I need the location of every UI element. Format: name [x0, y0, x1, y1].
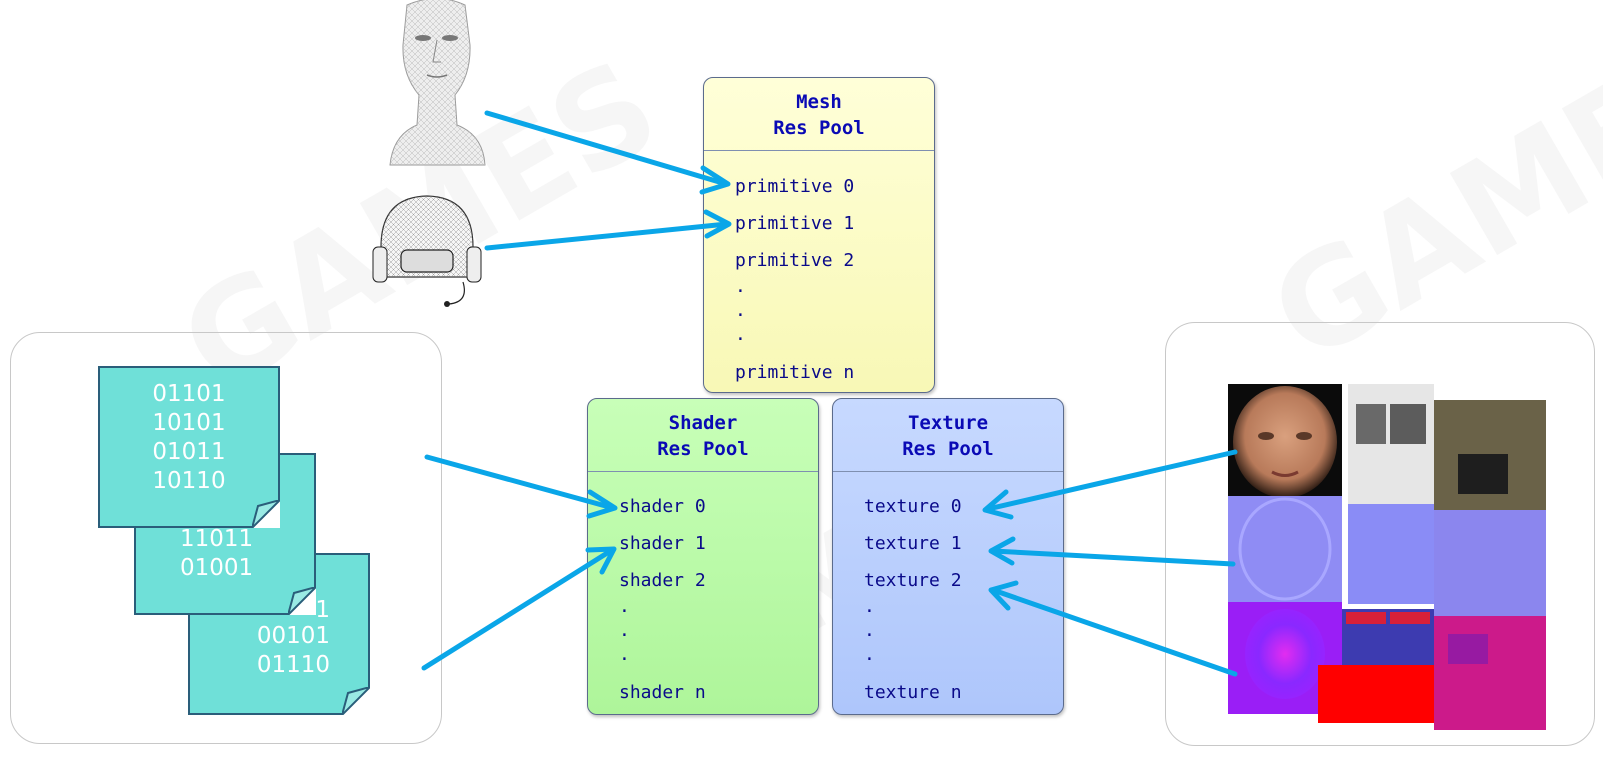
- arrow: [990, 548, 1236, 567]
- arrow-head: [988, 580, 1019, 611]
- binary-line: 01001: [180, 555, 254, 581]
- shader-item: shader 1: [619, 533, 706, 554]
- page-curl-icon: [342, 687, 370, 715]
- ellipsis-dot: .: [864, 644, 875, 665]
- texture-item: texture 0: [864, 496, 962, 517]
- arrow-head: [585, 546, 617, 575]
- arrow: [421, 547, 615, 671]
- pool-title-line: Texture: [907, 412, 989, 434]
- shader-item: shader 2: [619, 570, 706, 591]
- page-curl-icon: [252, 500, 280, 528]
- ellipsis-dot: .: [735, 300, 746, 321]
- binary-line: 10110: [152, 468, 226, 494]
- mesh-res-pool: Mesh Res Pool primitive 0 primitive 1 pr…: [703, 77, 935, 393]
- pool-title-line: Res Pool: [657, 438, 749, 460]
- pool-title-line: Res Pool: [773, 117, 865, 139]
- ellipsis-dot: .: [619, 620, 630, 641]
- shader-item: shader n: [619, 682, 706, 703]
- arrow-head: [586, 489, 618, 519]
- divider: [704, 150, 934, 151]
- arrow: [990, 587, 1238, 677]
- ellipsis-dot: .: [864, 596, 875, 617]
- arrow-head: [988, 536, 1016, 566]
- arrow-head: [703, 209, 732, 239]
- ellipsis-dot: .: [735, 276, 746, 297]
- arrow-head: [699, 165, 731, 195]
- arrow: [484, 110, 729, 187]
- shader-item: shader 0: [619, 496, 706, 517]
- texture-item: texture 2: [864, 570, 962, 591]
- binary-line: 10101: [152, 410, 226, 436]
- texture-maps-image: [1228, 384, 1546, 730]
- binary-file-1: 01101 10101 01011 10110: [98, 366, 280, 528]
- arrow: [484, 221, 730, 251]
- mesh-primitive-item: primitive n: [735, 362, 855, 383]
- pool-title-line: Res Pool: [902, 438, 994, 460]
- texture-source-container: [1165, 322, 1595, 746]
- mesh-pool-title: Mesh Res Pool: [704, 78, 934, 141]
- binary-line: 01110: [256, 652, 330, 678]
- pool-title-line: Shader: [668, 412, 738, 434]
- head-wireframe-icon: [389, 0, 486, 166]
- shader-pool-title: Shader Res Pool: [588, 399, 818, 462]
- helmet-wireframe-icon: [372, 195, 482, 307]
- divider: [588, 471, 818, 472]
- texture-res-pool: Texture Res Pool texture 0 texture 1 tex…: [832, 398, 1064, 715]
- divider: [833, 471, 1063, 472]
- page-curl-icon: [288, 587, 316, 615]
- texture-pool-title: Texture Res Pool: [833, 399, 1063, 462]
- ellipsis-dot: .: [619, 644, 630, 665]
- ellipsis-dot: .: [619, 596, 630, 617]
- texture-item: texture 1: [864, 533, 962, 554]
- mesh-primitive-item: primitive 0: [735, 176, 855, 197]
- texture-item: texture n: [864, 682, 962, 703]
- ellipsis-dot: .: [864, 620, 875, 641]
- binary-line: 00101: [256, 623, 330, 649]
- mesh-primitive-item: primitive 2: [735, 250, 855, 271]
- binary-line: 01101: [152, 381, 226, 407]
- shader-res-pool: Shader Res Pool shader 0 shader 1 shader…: [587, 398, 819, 715]
- shader-source-container: [10, 332, 442, 744]
- arrow: [985, 449, 1238, 512]
- mesh-primitive-item: primitive 1: [735, 213, 855, 234]
- arrow: [424, 454, 616, 511]
- binary-line: 1: [315, 597, 330, 623]
- pool-title-line: Mesh: [796, 91, 842, 113]
- binary-line: 11011: [180, 526, 254, 552]
- binary-line: 01011: [152, 439, 226, 465]
- ellipsis-dot: .: [735, 324, 746, 345]
- arrow-head: [982, 489, 1014, 520]
